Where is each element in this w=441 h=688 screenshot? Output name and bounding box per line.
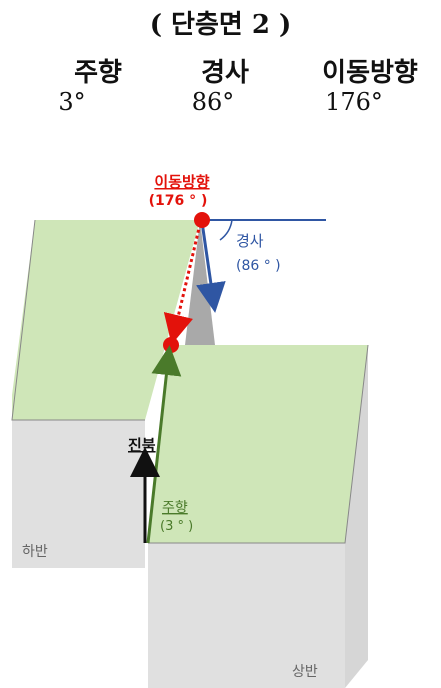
dip-value: 86° <box>191 88 235 116</box>
movement-end-point <box>163 337 179 353</box>
hangingwall-label: 상반 <box>292 664 318 680</box>
dip-angle-arc <box>219 219 233 241</box>
strike-column-label: 주향 <box>74 58 122 88</box>
hangingwall-top-face <box>148 345 368 543</box>
strike-label: 주향 <box>162 500 188 516</box>
movement-start-point <box>194 212 210 228</box>
dip-arrow <box>196 221 226 313</box>
movement-value: 176° <box>325 88 383 116</box>
strike-angle-value: (3 ° ) <box>160 519 193 534</box>
dip-angle-value: (86 ° ) <box>236 258 281 274</box>
movement-direction-label: 이동방향 <box>154 173 209 191</box>
dip-column-label: 경사 <box>201 58 249 88</box>
footwall-front-face <box>12 420 145 568</box>
footwall-label: 하반 <box>22 544 48 560</box>
dip-label: 경사 <box>236 232 264 250</box>
strike-value: 3° <box>58 88 86 116</box>
movement-arrow <box>163 223 202 345</box>
diagram-title: ( 단층면 2 ) <box>149 10 292 40</box>
movement-column-label: 이동방향 <box>322 58 418 88</box>
true-north-label: 진북 <box>128 436 156 454</box>
hangingwall-front-face <box>148 543 345 688</box>
hangingwall-side-face <box>345 345 368 688</box>
movement-direction-value: (176 ° ) <box>149 193 208 209</box>
